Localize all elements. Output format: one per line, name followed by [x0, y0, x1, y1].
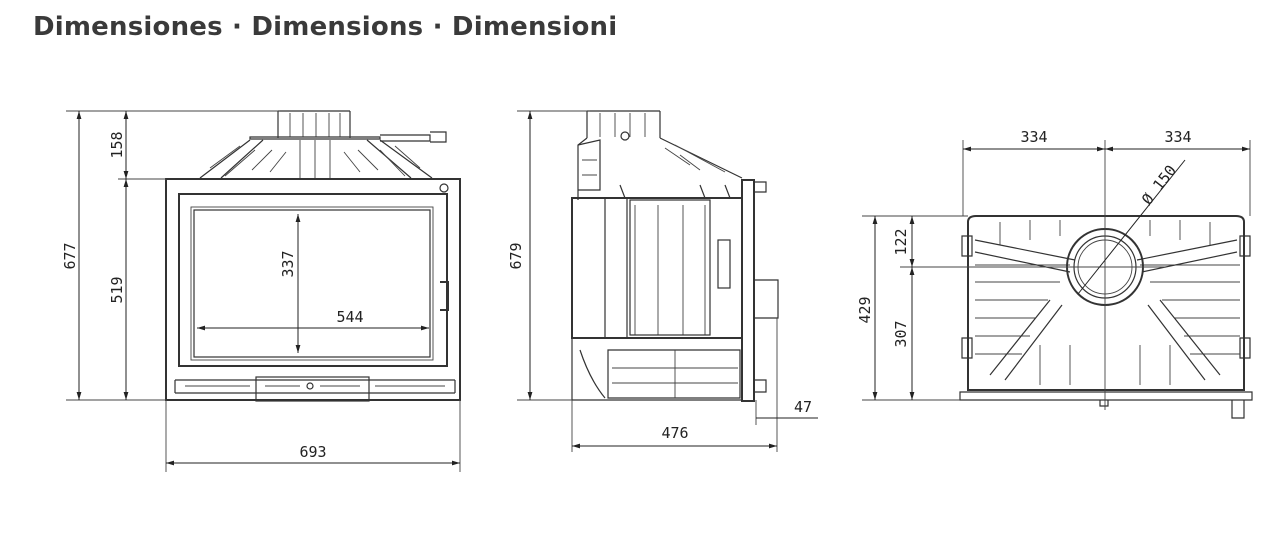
dim-side-depth: 476: [661, 424, 688, 442]
page-title: Dimensiones · Dimensions · Dimensioni: [33, 12, 618, 42]
dim-side-overall-height: 679: [507, 242, 525, 269]
top-view: 334 334 Ø 150 429 122 307: [856, 128, 1253, 419]
dim-glass-height: 337: [279, 250, 297, 277]
dim-front-door-height: 519: [108, 276, 126, 303]
dim-glass-width: 544: [336, 308, 363, 326]
side-view: 679 476 47: [507, 110, 818, 452]
dim-front-overall-width: 693: [299, 443, 326, 461]
dim-side-frame-depth: 47: [794, 398, 812, 416]
dim-front-top-height: 158: [108, 131, 126, 158]
dim-front-to-flue: 122: [892, 228, 910, 255]
dim-top-overall-depth: 429: [856, 296, 874, 323]
dim-front-overall-height: 677: [61, 242, 79, 269]
dim-flue-diameter: Ø 150: [1138, 162, 1180, 209]
dim-top-left-half-width: 334: [1020, 128, 1047, 146]
front-view: 677 158 519 337 544 693: [61, 110, 461, 472]
dim-flue-to-back: 307: [892, 320, 910, 347]
dim-top-right-half-width: 334: [1164, 128, 1191, 146]
